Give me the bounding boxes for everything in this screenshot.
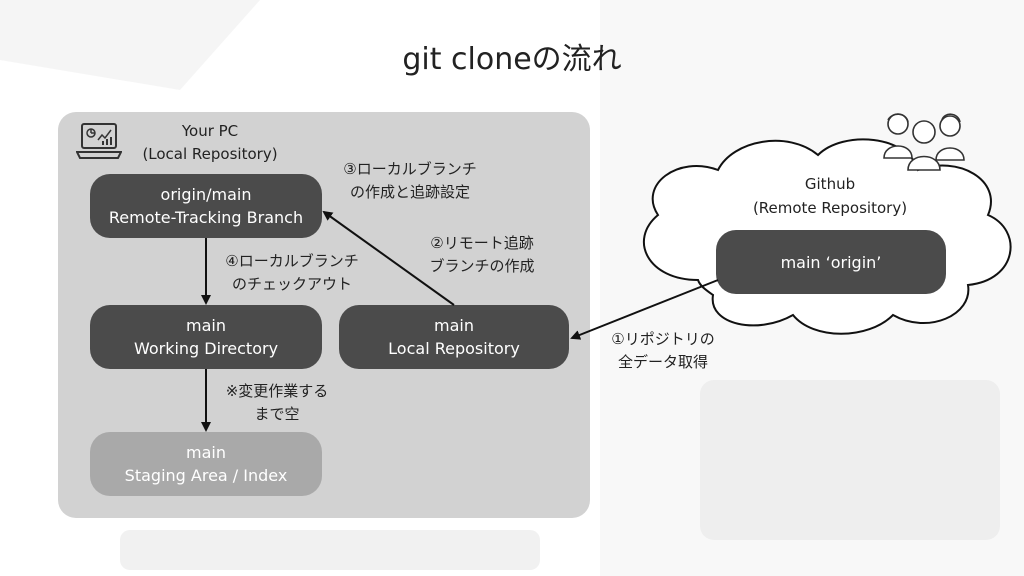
page-title: git cloneの流れ xyxy=(402,42,622,77)
step1-line2: 全データ取得 xyxy=(617,353,708,371)
arrow-step2-3 xyxy=(322,210,455,306)
your-pc-subtitle: (Local Repository) xyxy=(142,145,278,163)
node-working-directory: main Working Directory xyxy=(90,305,322,369)
node-working-directory-line1: main xyxy=(186,316,226,335)
github-subtitle: (Remote Repository) xyxy=(752,199,908,217)
node-staging-area: main Staging Area / Index xyxy=(90,432,322,496)
node-origin-main-line2: Remote-Tracking Branch xyxy=(108,208,304,227)
step4-label: ④ローカルブランチ のチェックアウト xyxy=(212,250,372,296)
step3-label: ③ローカルブランチ の作成と追跡設定 xyxy=(320,158,500,204)
step2-label: ②リモート追跡 ブランチの作成 xyxy=(412,232,552,278)
laptop-icon xyxy=(76,123,122,159)
node-local-repository-line1: main xyxy=(434,316,474,335)
step4-line1: ④ローカルブランチ xyxy=(225,252,359,270)
node-remote-main: main ‘origin’ xyxy=(716,230,946,294)
your-pc-title: Your PC xyxy=(181,122,239,140)
node-remote-main-line1: main ‘origin’ xyxy=(780,252,882,272)
staging-note-line1: ※変更作業する xyxy=(225,382,329,400)
your-pc-label: Your PC (Local Repository) xyxy=(120,120,300,166)
node-local-repository: main Local Repository xyxy=(339,305,569,369)
github-title: Github xyxy=(804,175,856,193)
node-origin-main-line1: origin/main xyxy=(160,185,252,204)
staging-note-line2: まで空 xyxy=(254,405,300,423)
step2-line1: ②リモート追跡 xyxy=(430,234,534,252)
arrow-step1 xyxy=(570,279,719,340)
node-staging-area-line2: Staging Area / Index xyxy=(124,466,288,485)
node-staging-area-line1: main xyxy=(186,443,226,462)
node-working-directory-line2: Working Directory xyxy=(133,339,279,358)
github-label: Github (Remote Repository) xyxy=(716,172,944,220)
node-local-repository-line2: Local Repository xyxy=(388,339,520,358)
step2-line2: ブランチの作成 xyxy=(429,257,535,275)
staging-note-label: ※変更作業する まで空 xyxy=(212,380,342,426)
step4-line2: のチェックアウト xyxy=(231,275,352,293)
step1-line1: ①リポジトリの xyxy=(611,330,715,348)
people-icon xyxy=(883,113,965,171)
step1-label: ①リポジトリの 全データ取得 xyxy=(598,328,728,374)
step3-line2: の作成と追跡設定 xyxy=(349,183,470,201)
step3-line1: ③ローカルブランチ xyxy=(343,160,477,178)
node-origin-main: origin/main Remote-Tracking Branch xyxy=(90,174,322,238)
